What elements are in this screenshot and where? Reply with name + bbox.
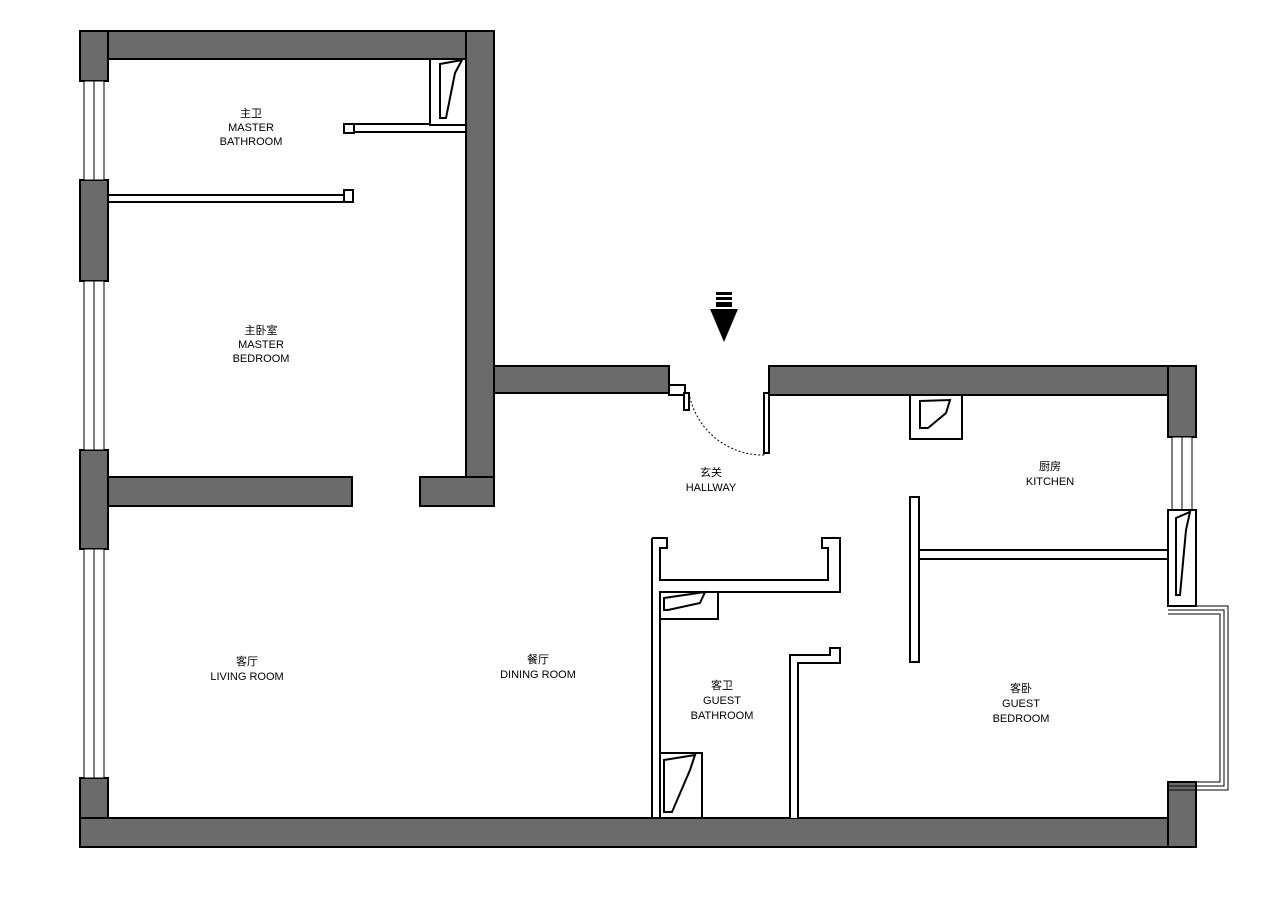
bay-window bbox=[1168, 605, 1229, 791]
entrance-arrow-icon bbox=[710, 292, 738, 342]
wall-top-hall-right bbox=[768, 365, 1197, 396]
label-hallway-cn: 玄关 bbox=[700, 465, 722, 479]
label-kitchen-cn: 厨房 bbox=[1039, 460, 1061, 473]
wall-left-top bbox=[79, 30, 109, 82]
wall-right-bottom bbox=[1167, 781, 1197, 848]
wall-left-pier-1 bbox=[79, 179, 109, 282]
label-master-bathroom-en: MASTER bbox=[228, 122, 274, 134]
label-kitchen-en: KITCHEN bbox=[1026, 476, 1074, 488]
entry-door bbox=[688, 392, 765, 456]
wall-left-pier-2 bbox=[79, 449, 109, 550]
label-guest-bathroom-en: GUEST bbox=[703, 695, 741, 707]
partition-master-bath-bottom bbox=[107, 194, 347, 203]
partition-master-bath-stub bbox=[343, 123, 355, 134]
label-dining-room-cn: 餐厅 bbox=[527, 652, 549, 666]
label-guest-bedroom-en2: BEDROOM bbox=[993, 713, 1050, 725]
label-hallway-en: HALLWAY bbox=[686, 482, 737, 494]
wall-right-master bbox=[465, 30, 495, 507]
partition-kitchen-vertical bbox=[909, 496, 920, 663]
label-guest-bedroom-en: GUEST bbox=[1002, 698, 1040, 710]
label-master-bedroom-en2: BEDROOM bbox=[233, 353, 290, 365]
exterior-walls bbox=[79, 30, 1197, 848]
partitions bbox=[107, 58, 1197, 819]
wall-top-master bbox=[79, 30, 495, 60]
wall-master-living-right bbox=[419, 476, 495, 507]
label-guest-bathroom-en2: BATHROOM bbox=[691, 710, 754, 722]
label-master-bedroom-cn: 主卧室 bbox=[245, 323, 278, 337]
label-living-room-en: LIVING ROOM bbox=[210, 671, 283, 683]
partition-master-bath-bottom-end bbox=[343, 189, 354, 203]
label-guest-bathroom-cn: 客卫 bbox=[711, 678, 733, 692]
wall-top-hall-left bbox=[493, 365, 670, 394]
wall-bottom bbox=[79, 817, 1197, 848]
label-master-bedroom-en: MASTER bbox=[238, 339, 284, 351]
label-master-bathroom-cn: 主卫 bbox=[240, 107, 262, 120]
partition-guest-bath-right bbox=[789, 647, 841, 818]
partition-kitchen-horizontal bbox=[918, 549, 1169, 560]
room-labels: 主卫 MASTER BATHROOM 主卧室 MASTER BEDROOM 玄关… bbox=[210, 107, 1074, 725]
wall-master-living-left bbox=[107, 476, 353, 507]
label-master-bathroom-en2: BATHROOM bbox=[220, 136, 283, 148]
door-jamb-right bbox=[763, 392, 770, 454]
label-guest-bedroom-cn: 客卧 bbox=[1010, 681, 1032, 695]
label-living-room-cn: 客厅 bbox=[236, 654, 258, 668]
door-jamb-left bbox=[668, 384, 686, 396]
label-dining-room-en: DINING ROOM bbox=[500, 669, 576, 681]
partition-guest-bath-top bbox=[651, 537, 841, 819]
wall-right-top bbox=[1167, 365, 1197, 438]
windows bbox=[83, 80, 1229, 791]
